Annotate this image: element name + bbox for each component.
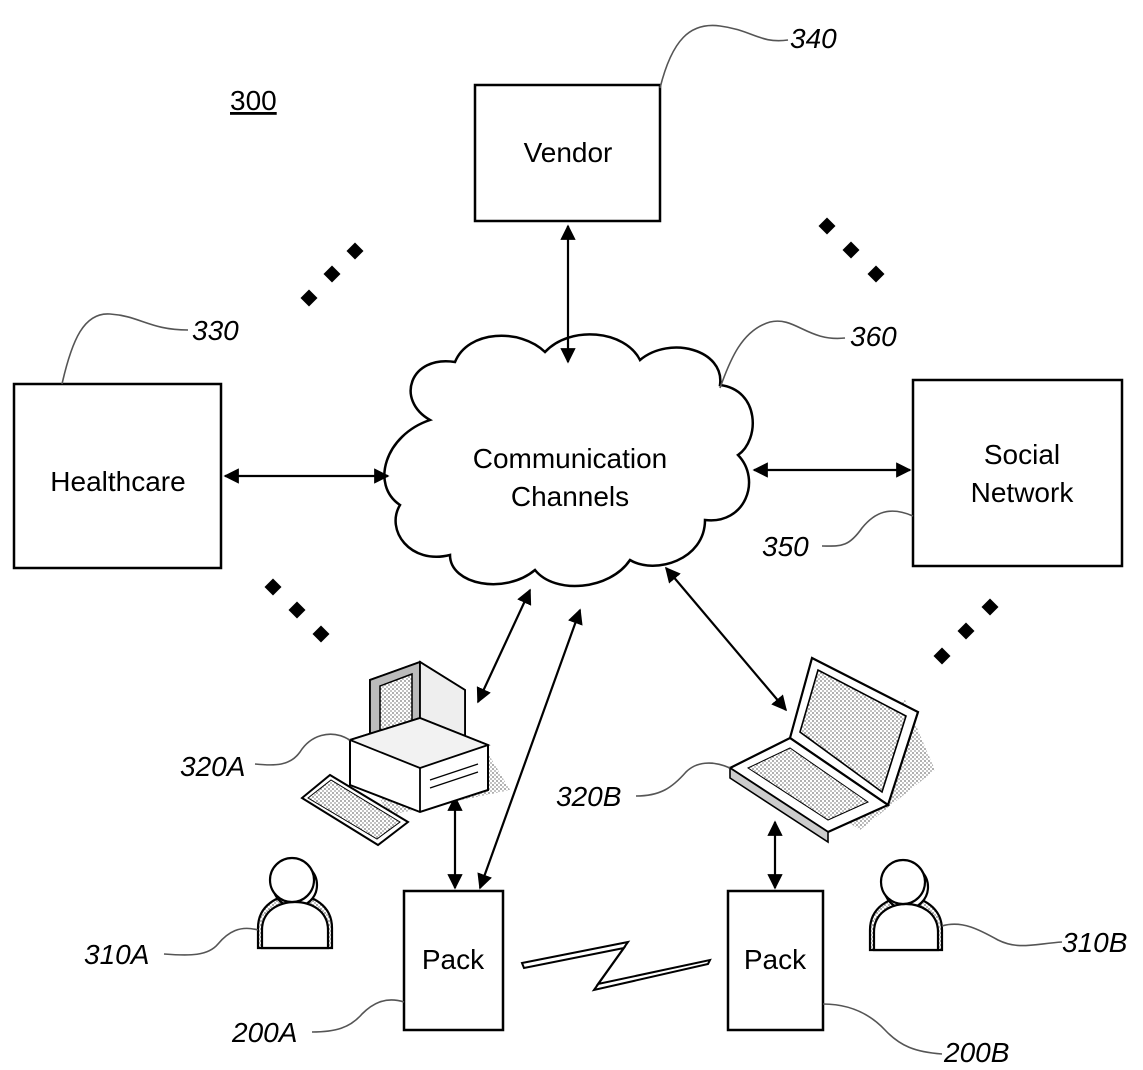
healthcare-ref: 330 (192, 315, 239, 346)
person-icon-a: 310A (84, 856, 334, 970)
cloud-shape (383, 333, 754, 588)
ellipsis-bottom-right (933, 598, 999, 665)
vendor-leader-line (659, 24, 789, 89)
connectors (223, 224, 912, 890)
cloud-label-line1: Communication (473, 443, 668, 474)
desktop-leader-line (254, 733, 351, 766)
healthcare-box (12, 382, 223, 570)
pack-b-box (726, 889, 825, 1032)
pack-a-ref: 200A (231, 1017, 297, 1048)
social-label-line2: Network (971, 477, 1075, 508)
vendor-node: Vendor 340 (473, 23, 837, 223)
ellipsis-bottom-left (264, 578, 330, 643)
pack-b-node: Pack 200B (726, 889, 1009, 1068)
social-ref: 350 (762, 531, 809, 562)
laptop-icon: 320B (556, 656, 935, 844)
cloud-ref: 360 (850, 321, 897, 352)
social-label-line1: Social (984, 439, 1060, 470)
cloud-label-line2: Channels (511, 481, 629, 512)
social-network-node: Social Network 350 (762, 378, 1124, 568)
healthcare-label: Healthcare (50, 466, 185, 497)
pack-a-leader-line (311, 999, 405, 1033)
cloud-leader-line (719, 320, 846, 389)
vendor-box (473, 83, 662, 223)
desktop-ref: 320A (180, 751, 245, 782)
cloud-pack-a-arrow (477, 608, 583, 890)
cloud-laptop-arrow (665, 566, 787, 712)
vendor-ref: 340 (790, 23, 837, 54)
person-icon-b: 310B (868, 858, 1127, 958)
pack-a-node: Pack 200A (231, 889, 505, 1048)
social-network-box (911, 378, 1124, 568)
laptop-leader-line (635, 762, 731, 797)
lightning-link-icon (520, 940, 712, 992)
user-b-ref: 310B (1062, 927, 1127, 958)
pack-b-label: Pack (744, 944, 807, 975)
healthcare-node: Healthcare 330 (12, 313, 239, 570)
laptop-ref: 320B (556, 781, 621, 812)
desktop-computer-icon: 320A (180, 660, 510, 847)
ellipsis-top-right (818, 217, 885, 283)
user-a-leader-line (163, 927, 259, 956)
vendor-label: Vendor (524, 137, 613, 168)
pack-a-label: Pack (422, 944, 485, 975)
pack-b-ref: 200B (943, 1037, 1009, 1065)
figure-number: 300 (230, 85, 277, 116)
pack-b-leader-line (822, 1003, 943, 1055)
social-leader-line (821, 510, 914, 547)
communication-cloud: Communication Channels 360 (383, 320, 897, 588)
user-b-leader-line (941, 923, 1063, 947)
pack-a-box (402, 889, 505, 1032)
ellipsis-top-left (300, 242, 364, 307)
cloud-desktop-arrow (476, 588, 532, 704)
user-a-ref: 310A (84, 939, 149, 970)
healthcare-leader-line (61, 313, 189, 385)
